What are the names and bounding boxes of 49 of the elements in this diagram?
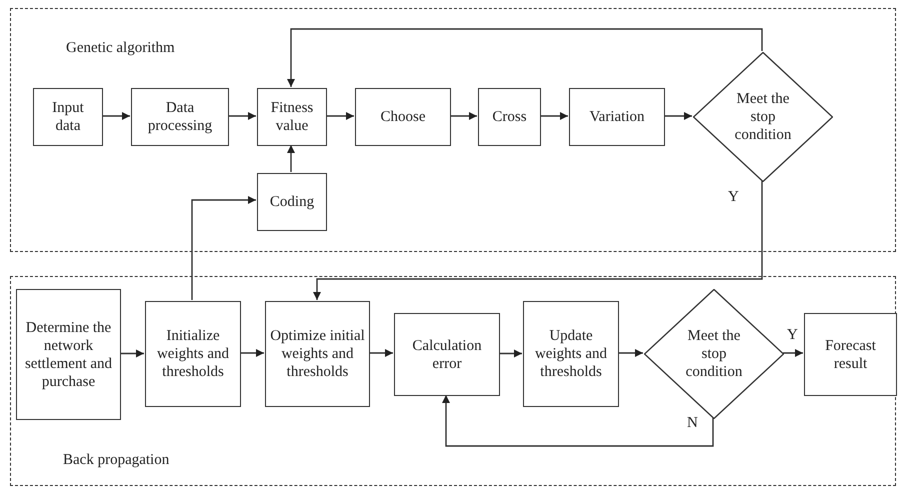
- process-box: [569, 88, 665, 146]
- process-text: Input data: [51, 99, 85, 135]
- dashed-region: [10, 8, 896, 252]
- process-box: [145, 301, 241, 407]
- process-text: Forecast result: [824, 336, 877, 372]
- dashed-region: [10, 276, 896, 486]
- arrow: [120, 350, 144, 358]
- process-box: [16, 289, 121, 420]
- process-box: [257, 173, 327, 231]
- process-text: Determine the network settlement and purchase: [24, 318, 114, 390]
- process-box: [131, 88, 229, 146]
- process-box: [394, 313, 500, 396]
- process-text: Update weights and thresholds: [534, 327, 608, 381]
- arrow: [664, 112, 692, 120]
- arrow: [450, 112, 477, 120]
- decision-text: Meet the stop condition: [734, 90, 792, 144]
- process-text: Calculation error: [411, 336, 483, 372]
- arrow: [102, 112, 130, 120]
- arrow: [499, 350, 522, 358]
- decision-text: Meet the stop condition: [684, 327, 744, 381]
- arrow: [783, 349, 803, 357]
- process-box: [257, 88, 327, 146]
- arrow: [326, 112, 354, 120]
- arrow: [287, 145, 295, 172]
- process-text: Optimize initial weights and thresholds: [270, 327, 365, 381]
- arrow: [442, 395, 714, 447]
- arrow: [240, 349, 264, 357]
- process-box: [804, 313, 897, 396]
- arrow: [369, 349, 393, 357]
- arrow: [228, 112, 256, 120]
- process-text: Initialize weights and thresholds: [156, 327, 230, 381]
- arrow: [313, 181, 763, 300]
- process-text: Variation: [590, 108, 644, 126]
- process-box: [265, 301, 370, 407]
- arrow: [287, 28, 763, 87]
- process-text: Coding: [270, 193, 314, 211]
- arrow: [191, 196, 256, 300]
- region-title: Genetic algorithm: [66, 39, 175, 58]
- process-text: Fitness value: [270, 99, 314, 135]
- arrow: [540, 112, 568, 120]
- process-box: [33, 88, 103, 146]
- region-title: Back propagation: [63, 451, 170, 470]
- arrow: [618, 349, 643, 357]
- process-box: [478, 88, 541, 146]
- process-box: [355, 88, 451, 146]
- process-box: [523, 301, 619, 407]
- process-text: Data processing: [146, 99, 214, 135]
- process-text: Choose: [380, 108, 426, 126]
- process-text: Cross: [492, 108, 527, 126]
